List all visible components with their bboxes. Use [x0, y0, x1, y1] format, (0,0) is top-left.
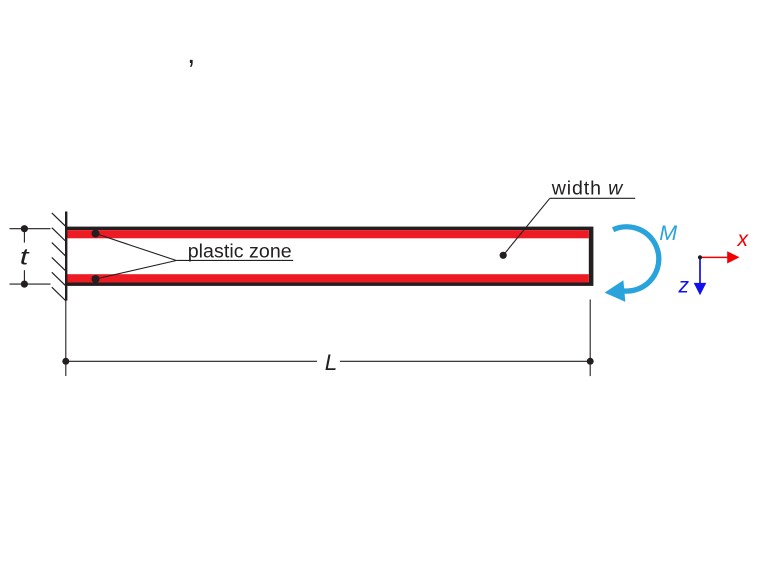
svg-text:L: L — [325, 350, 338, 375]
svg-text:width w: width w — [551, 177, 624, 199]
svg-text:,: , — [187, 37, 195, 70]
svg-text:z: z — [678, 275, 690, 298]
svg-text:plastic zone: plastic zone — [188, 241, 292, 263]
svg-text:x: x — [737, 228, 750, 251]
svg-text:t: t — [20, 244, 31, 270]
svg-text:M: M — [659, 221, 677, 245]
